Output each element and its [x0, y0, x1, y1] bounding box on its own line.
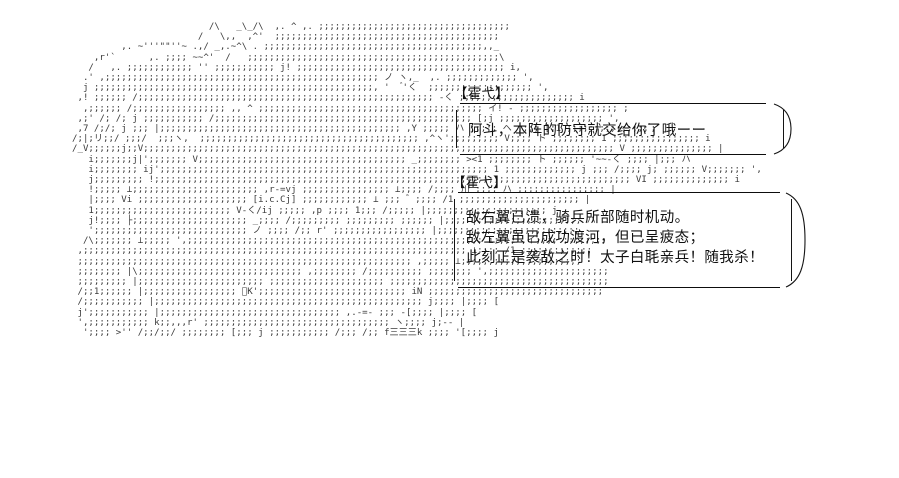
speech-line: 阿斗，本阵的防守就交给你了哦ーー: [468, 123, 707, 139]
speaker-name-1: 【霍弋】: [454, 86, 509, 102]
speaker-name-2: 【霍弋】: [452, 175, 507, 191]
speech-line: 敌右翼已溃，骑兵所部随时机动。: [466, 210, 690, 226]
bubble-top-border-2: [458, 192, 780, 193]
character-portrait-aa: /\ _\_/\ ,. ^ ,. ;;;;;;;;;;;;;;;;;;;;;;;…: [72, 22, 762, 339]
speech-block-1[interactable]: 【霍弋】 阿斗，本阵的防守就交给你了哦ーー: [452, 86, 798, 155]
bubble-right-curve-1: [772, 103, 798, 155]
bubble-bottom-border-1: [460, 154, 766, 155]
bubble-right-border-2: [791, 199, 792, 281]
speech-line: 此刻正是袭敌之时！太子白毦亲兵！随我杀！: [466, 250, 764, 266]
speech-text-1: 阿斗，本阵的防守就交给你了哦ーー: [468, 112, 772, 141]
bubble-left-border-2: [454, 199, 455, 281]
bubble-bottom-border-2: [458, 287, 780, 288]
speech-block-2[interactable]: 【霍弋】 敌右翼已溃，骑兵所部随时机动。 敌左翼虽已成功渡河，但已呈疲态； 此刻…: [450, 175, 810, 288]
bubble-left-border-1: [456, 110, 457, 148]
speech-bubble-2[interactable]: 敌右翼已溃，骑兵所部随时机动。 敌左翼虽已成功渡河，但已呈疲态； 此刻正是袭敌之…: [450, 192, 810, 288]
speech-bubble-1[interactable]: 阿斗，本阵的防守就交给你了哦ーー: [452, 103, 798, 155]
speech-text-2: 敌右翼已溃，骑兵所部随时机动。 敌左翼虽已成功渡河，但已呈疲态； 此刻正是袭敌之…: [466, 201, 784, 268]
bubble-right-curve-2: [784, 192, 810, 288]
bubble-right-border-1: [783, 110, 784, 148]
speech-line: 敌左翼虽已成功渡河，但已呈疲态；: [466, 230, 705, 246]
bubble-top-border-1: [460, 103, 766, 104]
